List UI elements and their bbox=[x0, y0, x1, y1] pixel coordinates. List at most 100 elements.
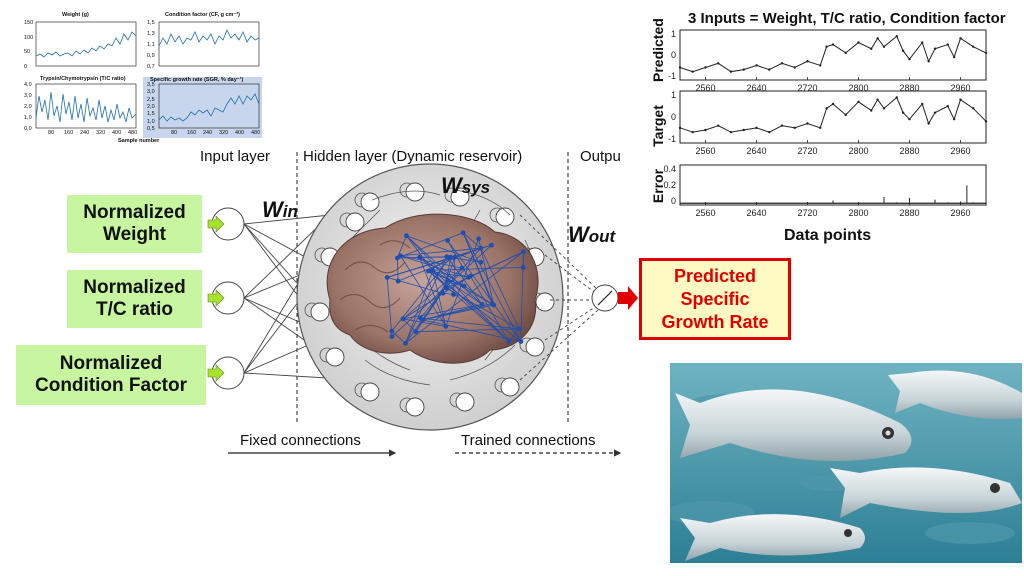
brain-node bbox=[389, 328, 395, 334]
brain-node bbox=[476, 236, 482, 242]
hidden-layer-label: Hidden layer (Dynamic reservoir) bbox=[303, 148, 523, 165]
brain-image bbox=[326, 213, 539, 364]
results-xtick: 2800 bbox=[848, 208, 868, 218]
wout-sub: out bbox=[588, 227, 616, 246]
input-weight-line2: Weight bbox=[103, 224, 166, 245]
brain-link bbox=[453, 257, 456, 295]
brain-link bbox=[402, 267, 463, 320]
mini-ytick: 3,5 bbox=[147, 82, 155, 88]
series-point-target bbox=[946, 104, 949, 108]
brain-node bbox=[452, 254, 458, 260]
brain-link bbox=[400, 255, 463, 269]
mini-ytick: 50 bbox=[24, 49, 31, 56]
reservoir-neuron bbox=[325, 347, 345, 367]
series-point-predicted bbox=[755, 64, 758, 67]
series-point-target bbox=[901, 111, 905, 114]
series-point-target bbox=[927, 122, 930, 125]
results-xtick: 2880 bbox=[899, 146, 919, 156]
brain-node bbox=[445, 237, 450, 243]
results-xtick: 2720 bbox=[797, 83, 817, 93]
input-arrows bbox=[207, 215, 225, 382]
mini-xtick: 400 bbox=[235, 130, 245, 136]
mini-xtick: 80 bbox=[48, 130, 55, 136]
mini-ytick: 1,1 bbox=[147, 42, 155, 48]
trained-connections-label: Trained connections bbox=[461, 432, 596, 449]
series-point-target bbox=[882, 107, 886, 110]
brain-node bbox=[443, 284, 449, 290]
series-point-predicted bbox=[831, 43, 835, 46]
brain-node bbox=[518, 339, 524, 344]
brain-node bbox=[445, 278, 451, 283]
brain-link bbox=[419, 256, 495, 306]
mini-panel-1 bbox=[35, 21, 137, 67]
brain-node bbox=[478, 259, 484, 265]
output-layer-label: Outpu bbox=[580, 148, 621, 165]
mini-xtick: 240 bbox=[80, 130, 90, 136]
series-point-predicted bbox=[742, 68, 745, 71]
results-ytick: 1 bbox=[671, 90, 676, 100]
ylabel-error: Error bbox=[650, 168, 666, 204]
series-point-predicted bbox=[984, 51, 988, 55]
series-point-target bbox=[691, 130, 694, 134]
results-xtick: 2960 bbox=[950, 83, 970, 93]
mini-xtick: 480 bbox=[251, 130, 261, 136]
mini-ytick: 3,0 bbox=[24, 93, 32, 99]
win-label: Win bbox=[262, 197, 298, 223]
brain-link bbox=[428, 270, 522, 342]
reservoir-neuron bbox=[495, 207, 515, 227]
series-point-predicted bbox=[678, 66, 682, 69]
mini-ytick: 0,5 bbox=[147, 126, 155, 132]
series-point-target bbox=[729, 130, 733, 134]
series-point-target bbox=[984, 120, 988, 123]
series-point-predicted bbox=[921, 41, 924, 44]
results-ytick: 1 bbox=[671, 29, 676, 39]
results-chart-title: 3 Inputs = Weight, T/C ratio, Condition … bbox=[688, 10, 1006, 27]
series-point-target bbox=[972, 107, 975, 110]
series-point-target bbox=[895, 96, 898, 99]
brain-link bbox=[480, 247, 520, 330]
brain-node bbox=[461, 283, 467, 289]
brain-link bbox=[405, 256, 448, 344]
series-point-predicted bbox=[870, 47, 873, 50]
series-point-predicted bbox=[946, 43, 949, 46]
output-connections bbox=[519, 214, 599, 381]
brain-link bbox=[422, 303, 493, 321]
mini-series-weight bbox=[35, 31, 137, 58]
series-point-predicted bbox=[825, 45, 828, 48]
mini-xtick: 160 bbox=[187, 130, 197, 136]
mini-ytick: 100 bbox=[24, 34, 34, 41]
brain-node bbox=[400, 316, 406, 322]
series-point-target bbox=[678, 126, 682, 130]
brain-node bbox=[520, 264, 526, 270]
reservoir-neuron bbox=[450, 187, 470, 207]
series-point-predicted bbox=[959, 37, 962, 40]
wsys-sub: sys bbox=[461, 178, 491, 197]
series-point-target bbox=[844, 113, 847, 117]
brain-node bbox=[413, 329, 419, 335]
results-panel-frame bbox=[679, 164, 987, 206]
brain-node bbox=[468, 273, 473, 279]
series-point-target bbox=[933, 111, 937, 114]
mini-xtick: 160 bbox=[64, 130, 74, 136]
series-point-predicted bbox=[876, 37, 879, 40]
brain-link bbox=[447, 240, 522, 342]
brain-node bbox=[398, 253, 403, 259]
brain-link bbox=[468, 251, 524, 278]
brain-node bbox=[426, 268, 431, 274]
brain-link bbox=[446, 256, 483, 305]
series-point-target bbox=[870, 109, 873, 112]
input-box-tc-ratio: Normalized T/C ratio bbox=[67, 270, 202, 328]
input-arrow-3 bbox=[207, 364, 225, 382]
brain-link bbox=[400, 247, 481, 257]
results-xtick: 2880 bbox=[899, 208, 919, 218]
brain-node bbox=[403, 340, 408, 346]
series-point-predicted bbox=[717, 62, 720, 65]
output-arrow-icon bbox=[618, 286, 638, 310]
mini-ytick: 2,5 bbox=[147, 96, 155, 103]
mini-title-2: Condition factor (CF, g cm⁻³) bbox=[165, 12, 241, 18]
mini-xtick: 400 bbox=[112, 130, 122, 136]
results-xtick: 2640 bbox=[746, 83, 766, 93]
series-line-predicted bbox=[679, 35, 987, 73]
brain-link bbox=[400, 255, 447, 327]
